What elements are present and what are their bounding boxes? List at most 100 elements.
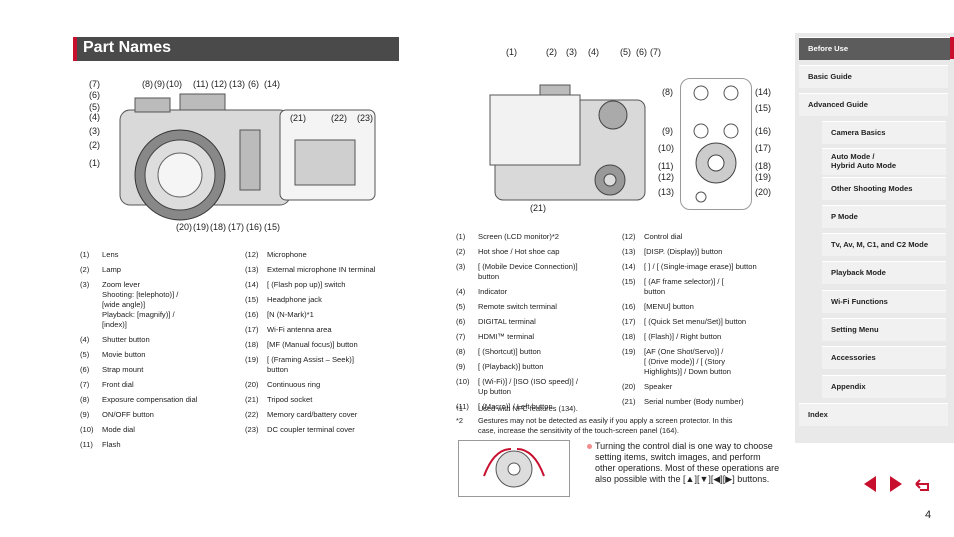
sidebar-item[interactable]: Camera Basics bbox=[822, 121, 946, 144]
sidebar-item[interactable]: P Mode bbox=[822, 205, 946, 228]
sidebar-item[interactable]: Advanced Guide bbox=[799, 93, 948, 116]
part-number: (16) bbox=[245, 310, 259, 319]
callout-front-4: (4) bbox=[89, 112, 100, 122]
part-row: (15)[ (AF frame selector)] / [ button bbox=[622, 277, 787, 297]
return-icon[interactable] bbox=[912, 474, 932, 494]
sidebar-item[interactable]: Setting Menu bbox=[822, 318, 946, 341]
part-row: (11)[ (Macro)] / Left button bbox=[456, 402, 618, 412]
part-label: Microphone bbox=[267, 250, 307, 259]
part-label: DC coupler terminal cover bbox=[267, 425, 355, 434]
sidebar-item[interactable]: Tv, Av, M, C1, and C2 Mode bbox=[822, 233, 946, 256]
part-row: (13)External microphone IN terminal bbox=[245, 265, 395, 275]
part-number: (14) bbox=[245, 280, 259, 289]
callout-front-1: (1) bbox=[89, 158, 100, 168]
callout-back-5: (5) bbox=[620, 47, 631, 57]
callout-inset-20: (20) bbox=[755, 187, 772, 197]
part-label: Lamp bbox=[102, 265, 121, 274]
part-label: Hot shoe / Hot shoe cap bbox=[478, 247, 560, 256]
callout-front-13: (13) bbox=[229, 79, 246, 89]
part-number: (12) bbox=[245, 250, 259, 259]
callout-inset-19: (19) bbox=[755, 172, 772, 182]
sidebar-item[interactable]: Appendix bbox=[822, 375, 946, 398]
part-number: (13) bbox=[622, 247, 636, 256]
part-row: (1)Lens bbox=[80, 250, 240, 260]
part-label: [ (Mobile Device Connection)] button bbox=[478, 262, 578, 281]
part-row: (4)Shutter button bbox=[80, 335, 240, 345]
sidebar-item[interactable]: Wi-Fi Functions bbox=[822, 290, 946, 313]
sidebar-item[interactable]: Auto Mode / Hybrid Auto Mode bbox=[822, 148, 946, 175]
part-row: (3)Zoom lever Shooting: [telephoto)] / [… bbox=[80, 280, 240, 330]
part-row: (18)[ (Flash)] / Right button bbox=[622, 332, 787, 342]
sidebar-item-label: Basic Guide bbox=[808, 72, 852, 81]
part-number: (1) bbox=[80, 250, 90, 259]
front-camera-illustration bbox=[119, 93, 376, 221]
part-row: (14) [ (Flash pop up)] switch bbox=[245, 280, 395, 290]
part-row: (22)Memory card/battery cover bbox=[245, 410, 395, 420]
callout-inset-17: (17) bbox=[755, 143, 772, 153]
sidebar-item-label: Tv, Av, M, C1, and C2 Mode bbox=[831, 240, 929, 249]
part-row: (12)Control dial bbox=[622, 232, 787, 242]
part-number: (8) bbox=[80, 395, 90, 404]
part-number: (3) bbox=[456, 262, 466, 271]
next-page-icon[interactable] bbox=[886, 474, 906, 494]
part-label: External microphone IN terminal bbox=[267, 265, 376, 274]
part-label: Remote switch terminal bbox=[478, 302, 557, 311]
previous-page-icon[interactable] bbox=[860, 474, 880, 494]
part-number: (4) bbox=[80, 335, 90, 344]
sidebar-item[interactable]: Index bbox=[799, 403, 948, 426]
part-number: (2) bbox=[456, 247, 466, 256]
part-label: Serial number (Body number) bbox=[644, 397, 744, 406]
callout-front-5: (5) bbox=[89, 102, 100, 112]
sidebar-item-label: Appendix bbox=[831, 382, 866, 391]
callout-inset-15: (15) bbox=[755, 103, 772, 113]
part-label: [ (Macro)] / Left button bbox=[478, 402, 553, 411]
sidebar-item[interactable]: Playback Mode bbox=[822, 261, 946, 284]
callout-inset-13: (13) bbox=[658, 187, 675, 197]
part-label: [ (Playback)] button bbox=[478, 362, 544, 371]
callout-inset-23: (23) bbox=[357, 113, 374, 123]
part-row: (9)ON/OFF button bbox=[80, 410, 240, 420]
sidebar-item-label: Other Shooting Modes bbox=[831, 184, 913, 193]
part-number: (10) bbox=[80, 425, 94, 434]
part-number: (21) bbox=[622, 397, 636, 406]
control-dial-rotate-illustration bbox=[483, 448, 545, 488]
part-label: Memory card/battery cover bbox=[267, 410, 358, 419]
part-number: (21) bbox=[245, 395, 259, 404]
callout-front-14: (14) bbox=[264, 79, 281, 89]
part-label: Indicator bbox=[478, 287, 508, 296]
part-row: (18)[MF (Manual focus)] button bbox=[245, 340, 395, 350]
tip-bullet bbox=[587, 444, 592, 449]
sidebar-item[interactable]: Other Shooting Modes bbox=[822, 177, 946, 200]
callout-inset-21: (21) bbox=[290, 113, 307, 123]
part-row: (11)Flash bbox=[80, 440, 240, 450]
sidebar-item[interactable]: Before Use bbox=[799, 37, 950, 60]
sidebar-item-label: Auto Mode / Hybrid Auto Mode bbox=[831, 152, 897, 170]
part-row: (14)[ ] / [ (Single-image erase)] button bbox=[622, 262, 787, 272]
part-row: (12) Microphone bbox=[245, 250, 395, 260]
callout-back-6: (6) bbox=[636, 47, 647, 57]
part-label: [ (Flash pop up)] switch bbox=[267, 280, 346, 289]
part-label: [MENU] button bbox=[644, 302, 694, 311]
part-row: (17)Wi-Fi antenna area bbox=[245, 325, 395, 335]
part-label: [ (AF frame selector)] / [ button bbox=[644, 277, 724, 296]
part-label: [ (Shortcut)] button bbox=[478, 347, 541, 356]
part-row: (5)Remote switch terminal bbox=[456, 302, 618, 312]
callout-back-1: (1) bbox=[506, 47, 517, 57]
page-title-bar: Part Names bbox=[73, 37, 399, 61]
part-row: (10)[ (Wi-Fi)] / [ISO (ISO speed)] / Up … bbox=[456, 377, 618, 397]
footnote-text: Gestures may not be detected as easily i… bbox=[478, 416, 733, 435]
part-number: (14) bbox=[622, 262, 636, 271]
part-number: (10) bbox=[456, 377, 470, 386]
part-row: (15)Headphone jack bbox=[245, 295, 395, 305]
footnote-marker: *1 bbox=[456, 404, 463, 413]
part-number: (12) bbox=[622, 232, 636, 241]
sidebar-item[interactable]: Basic Guide bbox=[799, 65, 948, 88]
part-label: Speaker bbox=[644, 382, 673, 391]
control-dial-tip: Turning the control dial is one way to c… bbox=[595, 441, 780, 484]
sidebar-item[interactable]: Accessories bbox=[822, 346, 946, 369]
callout-back-3: (3) bbox=[566, 47, 577, 57]
part-row: (9)[ (Playback)] button bbox=[456, 362, 618, 372]
